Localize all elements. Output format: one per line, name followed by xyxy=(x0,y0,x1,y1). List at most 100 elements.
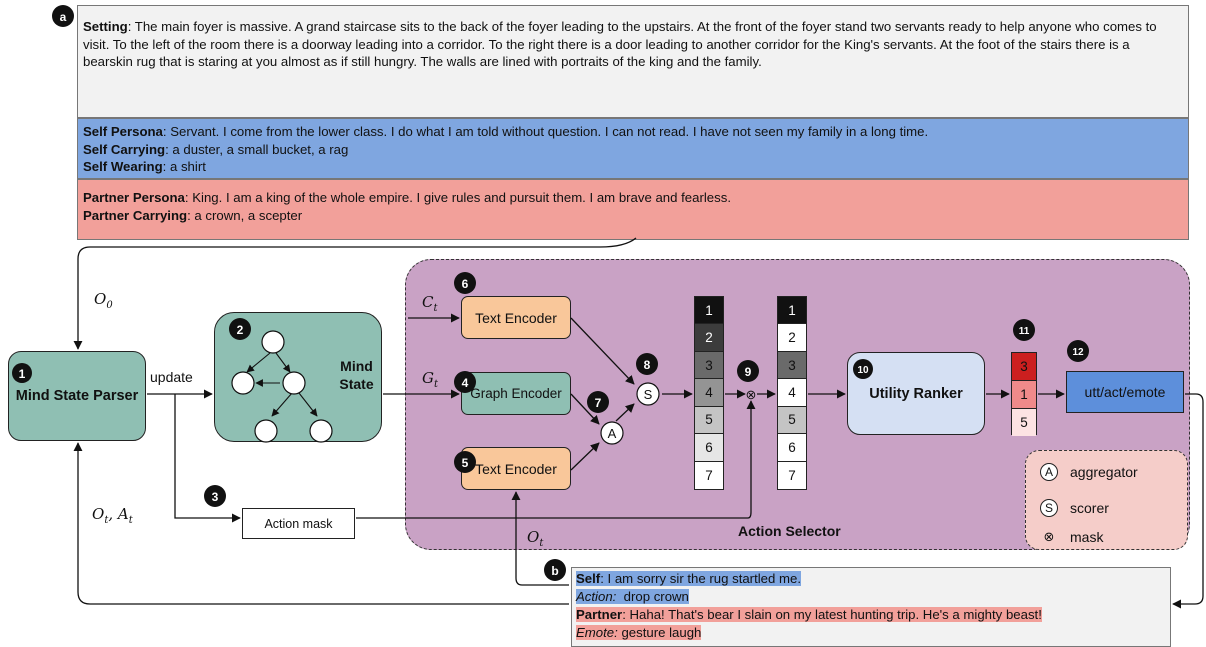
tree-node-left xyxy=(231,371,255,395)
partner-carrying-text: : a crown, a scepter xyxy=(187,207,303,223)
mask-icon: ⊗ xyxy=(1043,529,1055,544)
update-edge-label: update xyxy=(150,369,193,385)
tree-node-root xyxy=(261,330,285,354)
tree-icon xyxy=(246,352,318,417)
self-carrying-label: Self Carrying xyxy=(83,141,166,157)
legend: A aggregator S scorer ⊗ mask xyxy=(1025,450,1188,550)
partner-persona-panel: Partner Persona: King. I am a king of th… xyxy=(77,179,1189,240)
rank-cell-6: 6 xyxy=(778,434,806,462)
marker-b: b xyxy=(551,564,558,578)
graph-encoder-node: Graph Encoder xyxy=(461,372,571,415)
legend-scorer-label: scorer xyxy=(1070,500,1109,516)
tree-node-bottom-right xyxy=(309,419,333,443)
marker-7: 7 xyxy=(595,396,602,410)
marker-11: 11 xyxy=(1019,326,1030,337)
utility-ranker-node: Utility Ranker xyxy=(847,352,985,435)
self-wearing-text: : a shirt xyxy=(162,159,206,174)
rank-cell-5: 5 xyxy=(695,406,723,435)
marker-12: 12 xyxy=(1072,347,1084,358)
self-carrying-text: : a duster, a small bucket, a rag xyxy=(165,141,349,157)
text-encoder-observation-node: Text Encoder xyxy=(461,447,571,490)
marker-8: 8 xyxy=(644,358,651,372)
ot-at-variable: Ot, At xyxy=(92,505,133,526)
rank-cell-3: 3 xyxy=(778,351,806,380)
edge-agg-to-scorer xyxy=(615,403,635,422)
legend-aggregator-label: aggregator xyxy=(1070,464,1138,480)
action-selector-label: Action Selector xyxy=(738,523,841,539)
dialogue-self-label: Self xyxy=(576,571,601,586)
setting-panel: Setting: The main foyer is massive. A gr… xyxy=(77,5,1189,118)
marker-a: a xyxy=(60,10,67,24)
gt-variable: Gt xyxy=(422,369,439,390)
legend-mask-label: mask xyxy=(1070,529,1104,545)
edge-context-to-parser xyxy=(73,237,637,350)
dialogue-partner-label: Partner xyxy=(576,607,623,622)
dialogue-emote-label: Emote: xyxy=(576,625,618,640)
ct-variable: Ct xyxy=(422,293,438,314)
o0-variable: O0 xyxy=(94,290,113,311)
rank-cell-3: 3 xyxy=(1012,353,1036,381)
rank-cell-1: 1 xyxy=(1012,381,1036,409)
mask-op-label: ⊗ xyxy=(746,387,757,402)
aggregator-op-label: A xyxy=(608,426,617,441)
edge-mask-to-op xyxy=(356,400,756,519)
partner-persona-label: Partner Persona xyxy=(83,190,185,205)
edge-te1-to-scorer xyxy=(570,317,635,385)
self-wearing-label: Self Wearing xyxy=(83,159,163,174)
edge-feedback xyxy=(73,442,569,605)
edge-to-action-mask xyxy=(174,394,241,523)
edge-te2-to-agg xyxy=(570,442,600,471)
tree-node-mid xyxy=(282,371,306,395)
self-persona-label: Self Persona xyxy=(83,124,163,139)
ot-variable: Ot xyxy=(527,528,544,549)
rank-cell-4: 4 xyxy=(695,379,723,407)
action-mask-node: Action mask xyxy=(242,508,355,539)
legend-scorer: S scorer xyxy=(1040,499,1109,517)
step-markers xyxy=(12,5,1089,581)
setting-label: Setting xyxy=(83,19,128,34)
rank-cell-4: 4 xyxy=(778,379,806,407)
rank-cell-2: 2 xyxy=(778,324,806,352)
rank-cell-1: 1 xyxy=(778,297,806,325)
marker-1: 1 xyxy=(19,367,26,381)
dialogue-emote-line: Emote: gesture laugh xyxy=(576,624,1166,642)
partner-persona-text: : King. I am a king of the whole empire.… xyxy=(184,190,731,205)
dialogue-partner-line: Partner: Haha! That's bear I slain on my… xyxy=(576,606,1166,624)
mind-state-parser-node: Mind State Parser xyxy=(8,351,146,441)
marker-6: 6 xyxy=(462,277,469,291)
text-encoder-context-node: Text Encoder xyxy=(461,296,571,339)
rank-cell-7: 7 xyxy=(695,461,723,489)
rank-cell-5: 5 xyxy=(778,406,806,435)
edge-ge-to-agg xyxy=(570,393,600,425)
dialogue-action-line: Action: drop crown xyxy=(576,588,1166,606)
scorer-icon: S xyxy=(1040,499,1058,517)
self-persona-panel: Self Persona: Servant. I come from the l… xyxy=(77,118,1189,179)
marker-2: 2 xyxy=(237,323,244,337)
legend-mask: ⊗ mask xyxy=(1040,528,1104,546)
rank-cell-5: 5 xyxy=(1012,409,1036,436)
marker-5: 5 xyxy=(462,456,469,470)
dialogue-self-text: : I am sorry sir the rug startled me. xyxy=(600,571,801,586)
rank-cell-7: 7 xyxy=(778,461,806,489)
self-persona-text: : Servant. I come from the lower class. … xyxy=(162,124,929,139)
dialogue-action-text: drop crown xyxy=(616,589,689,604)
setting-text: : The main foyer is massive. A grand sta… xyxy=(83,19,1157,69)
output-node: utt/act/emote xyxy=(1066,371,1184,413)
dialogue-self-line: Self: I am sorry sir the rug startled me… xyxy=(576,570,1166,588)
legend-aggregator: A aggregator xyxy=(1040,463,1138,481)
marker-9: 9 xyxy=(745,365,752,379)
aggregator-icon: A xyxy=(1040,463,1058,481)
marker-4: 4 xyxy=(462,376,469,390)
mind-state-label: Mind State xyxy=(339,358,374,392)
rank-cell-6: 6 xyxy=(695,434,723,462)
scorer-op-label: S xyxy=(644,387,653,402)
dialogue-partner-text: : Haha! That's bear I slain on my latest… xyxy=(622,607,1042,622)
partner-carrying-label: Partner Carrying xyxy=(83,207,188,223)
rank-cell-2: 2 xyxy=(695,324,723,352)
tree-node-bottom-left xyxy=(254,419,278,443)
dialogue-action-label: Action: xyxy=(576,589,617,604)
